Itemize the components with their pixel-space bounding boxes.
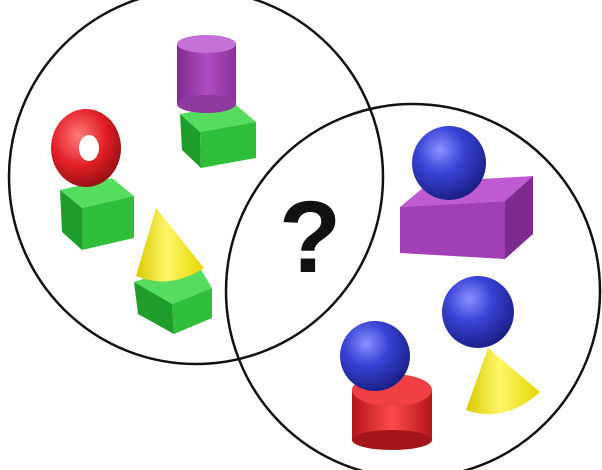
red-torus-on-green-cube [51, 109, 134, 250]
purple-cylinder-on-green-cube [177, 35, 256, 168]
blue-sphere-on-purple-block [400, 126, 533, 259]
blue-sphere-on-yellow-cone [442, 276, 540, 414]
yellow-cone-on-green-prism [134, 208, 212, 334]
question-mark: ? [279, 180, 341, 294]
blue-sphere-on-red-cylinder [340, 321, 432, 450]
